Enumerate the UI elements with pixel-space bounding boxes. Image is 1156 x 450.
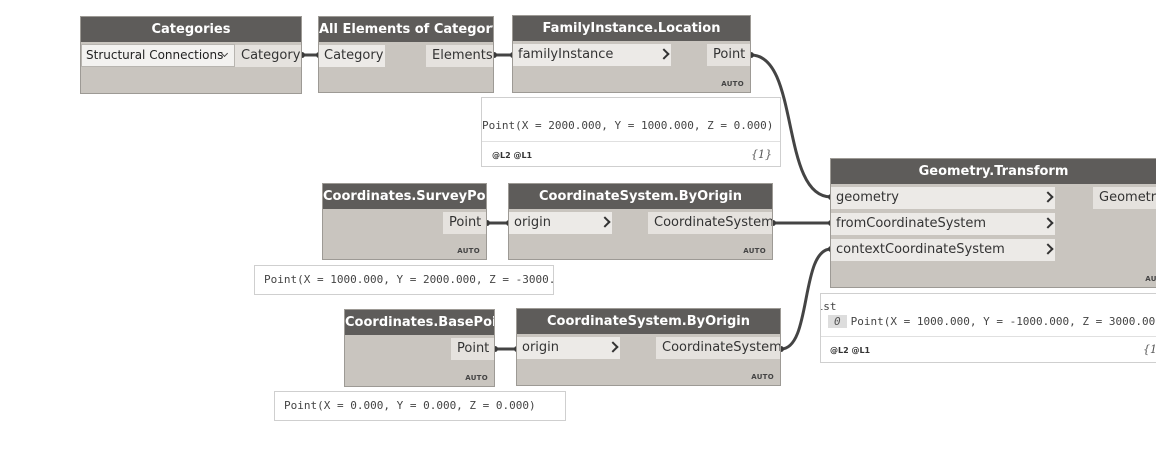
item-count: {1} <box>751 148 772 161</box>
port-label: origin <box>514 215 552 230</box>
node-title: All Elements of Category <box>319 17 493 42</box>
list-label: List <box>821 300 837 313</box>
familyinstance-location-node[interactable]: FamilyInstance.Location familyInstance P… <box>512 15 751 93</box>
auto-badge: AUTO <box>721 80 744 88</box>
auto-badge: AUTO <box>751 373 774 381</box>
node-title: CoordinateSystem.ByOrigin <box>509 184 772 209</box>
port-label: geometry <box>836 190 900 205</box>
geometry-transform-node[interactable]: Geometry.Transform geometry fromCoordina… <box>830 158 1156 288</box>
preview-value: Point(X = 2000.000, Y = 1000.000, Z = 0.… <box>482 119 774 132</box>
chevron-right-icon <box>1042 191 1054 203</box>
output-port-point[interactable]: Point <box>707 44 750 66</box>
input-port-contextcoordinatesystem[interactable]: contextCoordinateSystem <box>831 239 1055 261</box>
output-port-point[interactable]: Point <box>443 212 486 234</box>
list-index: 0 <box>828 315 847 328</box>
output-port-geometry[interactable]: Geometry <box>1093 187 1156 209</box>
preview-value: Point(X = 1000.000, Y = -1000.000, Z = 3… <box>850 315 1156 328</box>
surveypoint-node[interactable]: Coordinates.SurveyPoint Point AUTO <box>322 183 487 260</box>
port-label: contextCoordinateSystem <box>836 242 1005 257</box>
input-port-category[interactable]: Category <box>319 45 385 67</box>
node-title: Coordinates.BasePoint <box>345 310 494 335</box>
preview-value: Point(X = 0.000, Y = 0.000, Z = 0.000) <box>284 399 536 412</box>
output-port-category[interactable]: Category <box>235 45 301 67</box>
chevron-right-icon <box>1042 243 1054 255</box>
category-dropdown[interactable]: Structural Connections <box>81 44 235 67</box>
preview-footer: @L2 @L1 {1} <box>821 336 1156 362</box>
node-title: FamilyInstance.Location <box>513 16 750 41</box>
output-port-point[interactable]: Point <box>451 338 494 360</box>
input-port-fromcoordinatesystem[interactable]: fromCoordinateSystem <box>831 213 1055 235</box>
auto-badge: AUTO <box>465 374 488 382</box>
item-count: {1} <box>1143 343 1156 356</box>
location-preview-bubble: Point(X = 2000.000, Y = 1000.000, Z = 0.… <box>481 97 781 167</box>
preview-list-header: List <box>821 300 837 313</box>
node-title: Coordinates.SurveyPoint <box>323 184 486 209</box>
categories-node[interactable]: Categories Structural Connections Catego… <box>80 16 302 94</box>
level-indicator: @L2 @L1 <box>830 346 871 355</box>
dropdown-value: Structural Connections <box>86 48 224 62</box>
basepoint-node[interactable]: Coordinates.BasePoint Point AUTO <box>344 309 495 387</box>
input-port-familyinstance[interactable]: familyInstance <box>513 44 671 66</box>
chevron-right-icon <box>599 216 611 228</box>
surveypoint-preview-bubble: Point(X = 1000.000, Y = 2000.000, Z = -3… <box>254 265 554 295</box>
auto-badge: AUTO <box>743 247 766 255</box>
output-port-coordinatesystem[interactable]: CoordinateSystem <box>656 337 780 359</box>
wire-cs2-to-context-cs <box>780 247 832 351</box>
preview-footer: @L2 @L1 {1} <box>482 141 780 166</box>
auto-badge: AUTO <box>457 247 480 255</box>
node-title: Categories <box>81 17 301 42</box>
node-title: Geometry.Transform <box>831 159 1156 184</box>
input-port-origin[interactable]: origin <box>517 337 620 359</box>
port-label: fromCoordinateSystem <box>836 216 986 231</box>
input-port-geometry[interactable]: geometry <box>831 187 1055 209</box>
preview-value: Point(X = 1000.000, Y = 2000.000, Z = -3… <box>264 273 554 286</box>
coordinatesystem-byorigin-node-2[interactable]: CoordinateSystem.ByOrigin origin Coordin… <box>516 308 781 386</box>
wire-location-to-geometry <box>750 53 832 199</box>
chevron-right-icon <box>1042 217 1054 229</box>
chevron-right-icon <box>607 341 619 353</box>
input-port-origin[interactable]: origin <box>509 212 612 234</box>
output-port-elements[interactable]: Elements <box>426 45 493 67</box>
level-indicator: @L2 @L1 <box>492 151 533 160</box>
all-elements-node[interactable]: All Elements of Category Category Elemen… <box>318 16 494 93</box>
chevron-right-icon <box>658 48 670 60</box>
auto-badge: AUTO <box>1145 275 1156 283</box>
port-label: familyInstance <box>518 47 614 62</box>
coordinatesystem-byorigin-node-1[interactable]: CoordinateSystem.ByOrigin origin Coordin… <box>508 183 773 260</box>
output-port-coordinatesystem[interactable]: CoordinateSystem <box>648 212 772 234</box>
basepoint-preview-bubble: Point(X = 0.000, Y = 0.000, Z = 0.000) <box>274 391 566 421</box>
node-title: CoordinateSystem.ByOrigin <box>517 309 780 334</box>
port-label: origin <box>522 340 560 355</box>
